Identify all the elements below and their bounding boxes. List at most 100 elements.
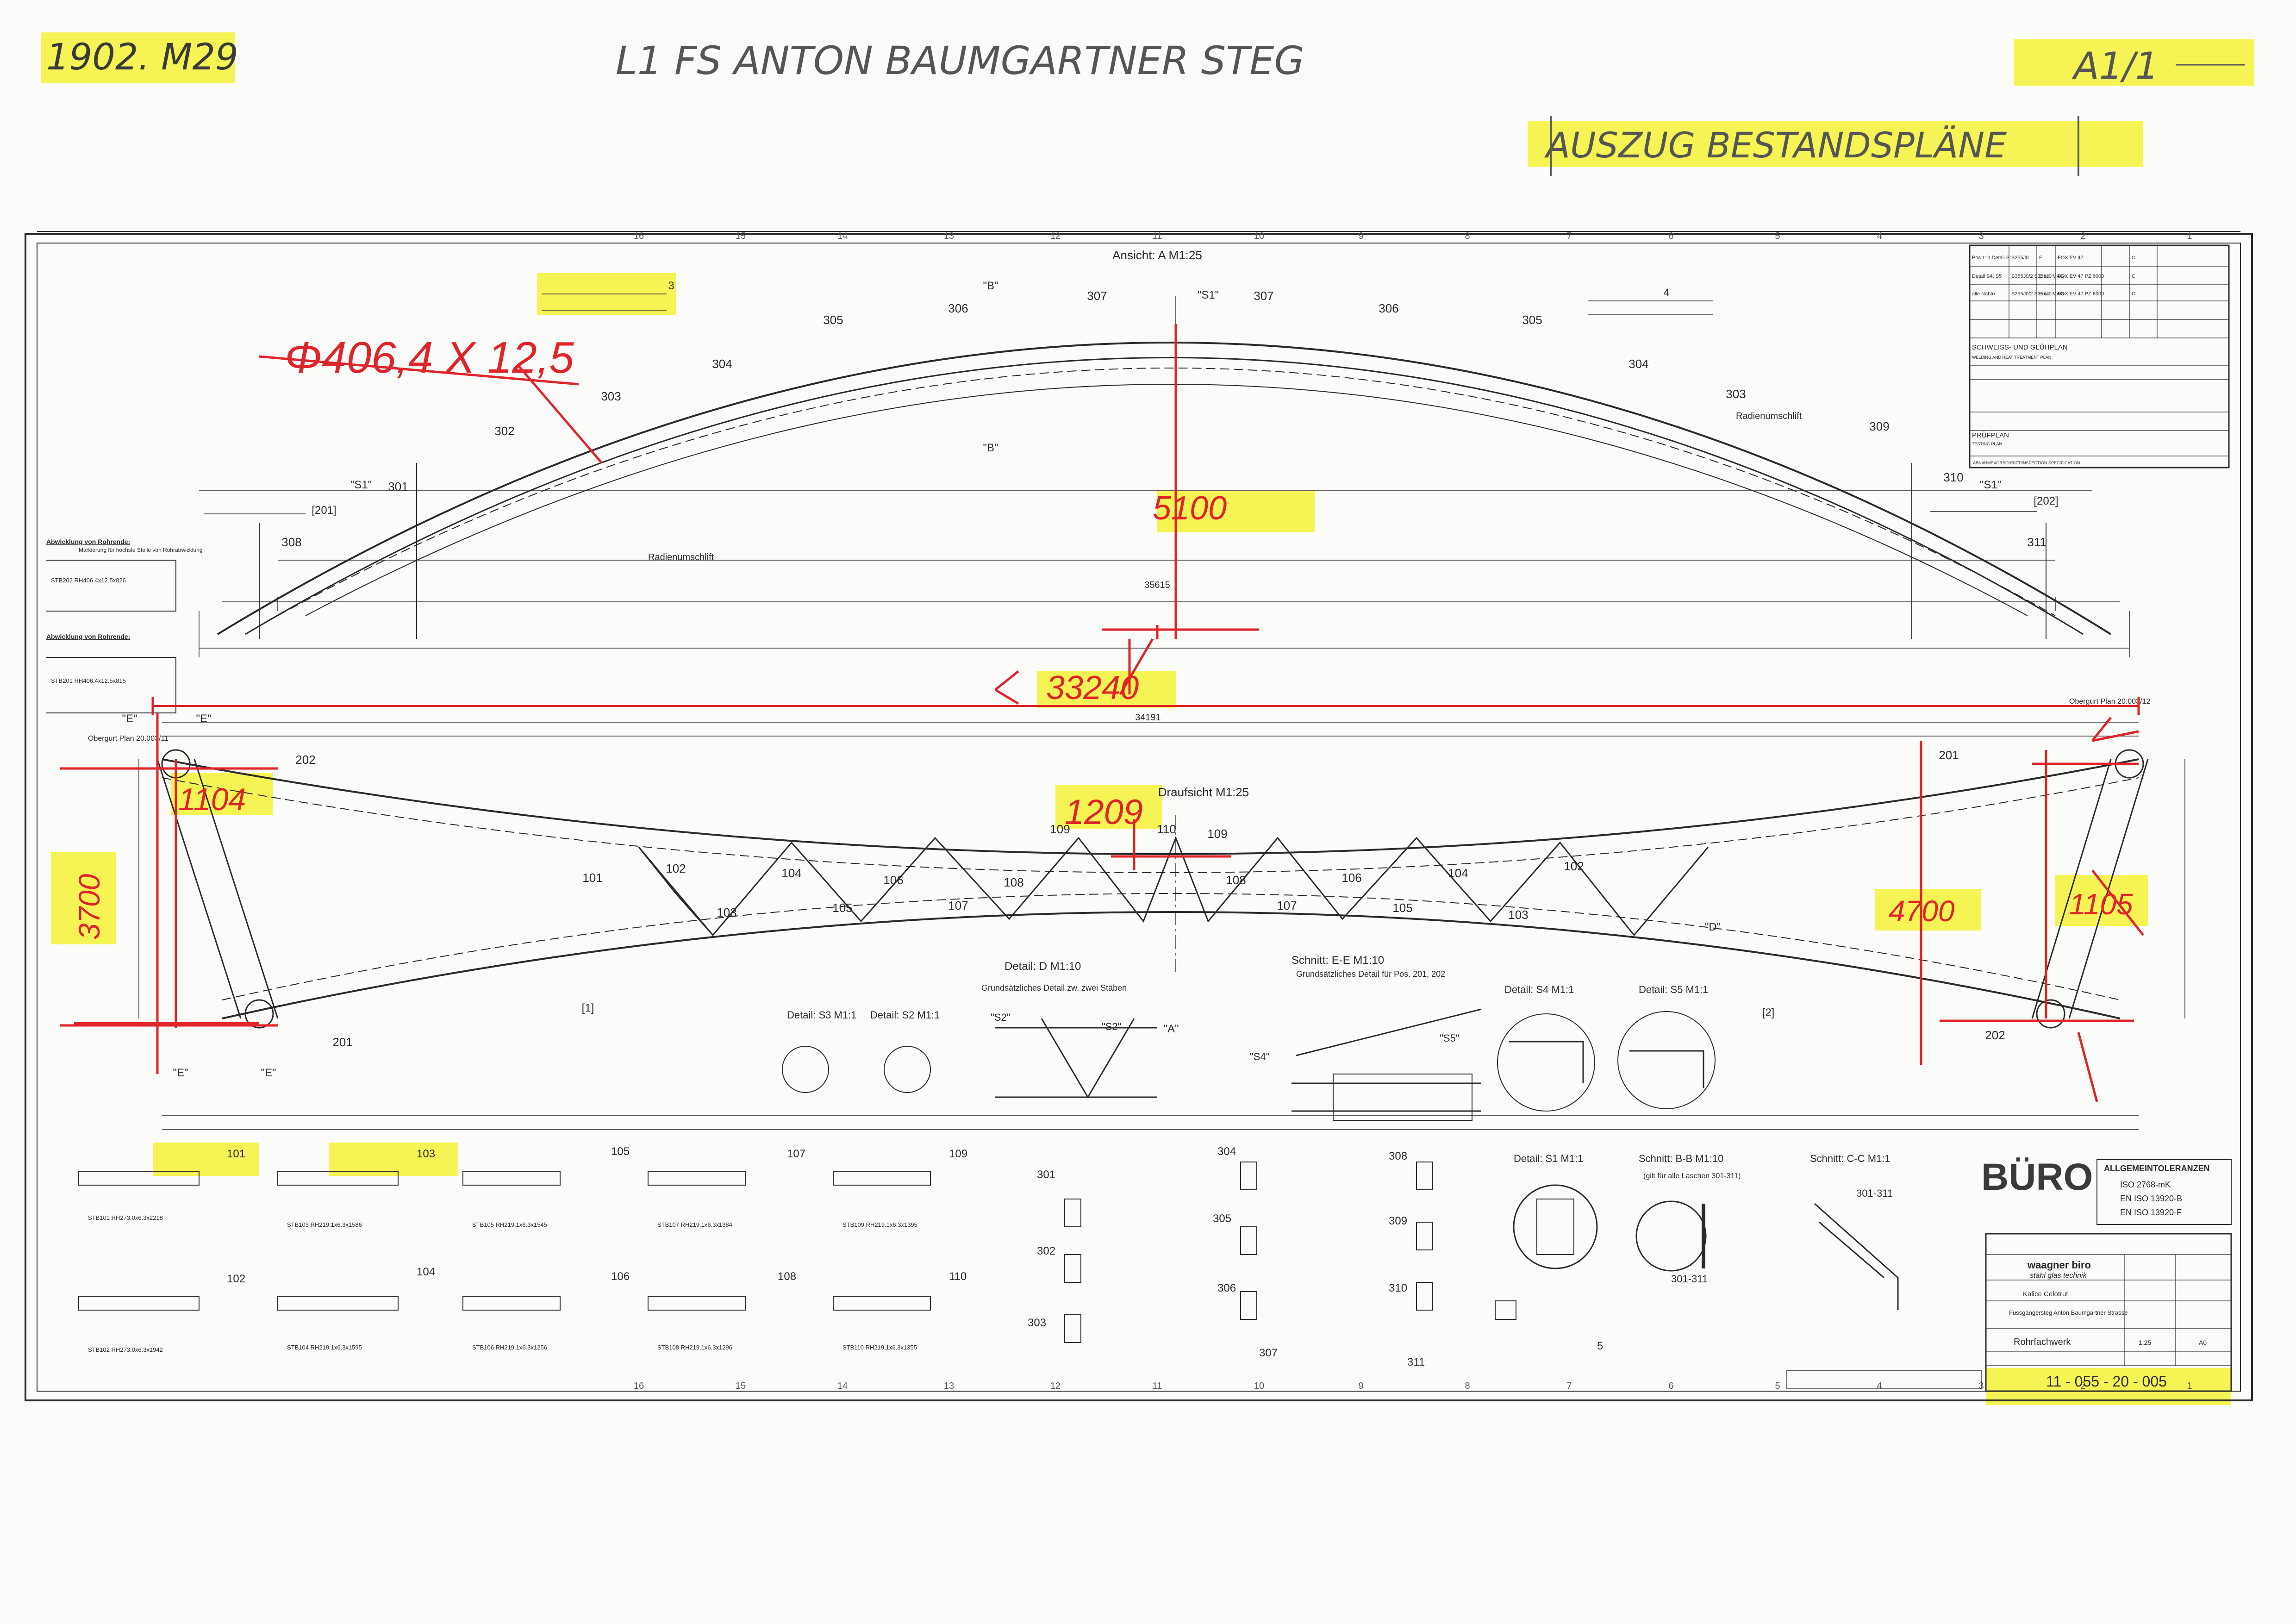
svg-text:[202]: [202] [2034, 495, 2058, 507]
radius-label-right: Radienumschlift [1736, 411, 1802, 421]
svg-text:5: 5 [1775, 231, 1780, 241]
highlight-height-left [51, 852, 116, 944]
svg-text:9: 9 [1358, 1381, 1363, 1391]
svg-text:11: 11 [1153, 1381, 1162, 1391]
svg-text:STB101 RH273.0x6.3x2218: STB101 RH273.0x6.3x2218 [88, 1214, 163, 1221]
elev-total-dim: 35615 [1144, 580, 1170, 590]
svg-text:TESTING PLAN: TESTING PLAN [1972, 442, 2002, 446]
highlight-drawing-no [1986, 1368, 2231, 1405]
header-note: L1 FS ANTON BAUMGARTNER STEG [616, 38, 1304, 83]
svg-text:105: 105 [1392, 901, 1412, 915]
svg-text:"A": "A" [1163, 1023, 1179, 1035]
highlight-height-right [1875, 889, 1981, 931]
svg-text:Grundsätzliches Detail zw. zwe: Grundsätzliches Detail zw. zwei Stäben [981, 983, 1127, 993]
svg-text:4: 4 [1877, 1381, 1882, 1391]
member-label-305: 305 [823, 313, 843, 327]
plan-member-labels: 202 201 201 202 101 102 103 104 105 106 … [295, 748, 2005, 1049]
svg-text:5: 5 [1597, 1340, 1603, 1352]
svg-text:104: 104 [417, 1266, 435, 1278]
elevation-arch [217, 342, 2112, 635]
svg-text:S355J0: S355J0 [2011, 255, 2028, 261]
svg-text:301: 301 [1037, 1168, 1055, 1181]
highlight-tube-101 [153, 1143, 259, 1176]
svg-text:Detail: S2 M1:1: Detail: S2 M1:1 [870, 1009, 940, 1021]
plate-parts [1064, 1162, 1516, 1343]
svg-text:16: 16 [634, 1381, 644, 1391]
svg-text:3: 3 [668, 280, 674, 292]
svg-text:Schnitt: E-E M1:10: Schnitt: E-E M1:10 [1292, 954, 1384, 967]
svg-text:306: 306 [1217, 1282, 1236, 1294]
tube-labels-bottom: 102 104 106 108 110 [227, 1266, 967, 1285]
svg-text:Detail: S1 M1:1: Detail: S1 M1:1 [1514, 1153, 1583, 1164]
svg-text:STB107 RH219.1x6.3x1384: STB107 RH219.1x6.3x1384 [657, 1221, 732, 1228]
member-label-309: 309 [1869, 419, 1889, 433]
detail-s1: Detail: S1 M1:1 [1513, 1153, 1598, 1269]
pipe-size-note: Φ406,4 X 12,5 [285, 333, 574, 382]
svg-text:Rohrfachwerk: Rohrfachwerk [2014, 1337, 2071, 1347]
svg-text:C: C [2132, 255, 2135, 261]
svg-text:102: 102 [227, 1273, 245, 1285]
svg-text:"E": "E" [122, 712, 137, 725]
svg-text:STB103 RH219.1x6.3x1586: STB103 RH219.1x6.3x1586 [287, 1221, 362, 1228]
svg-text:"B": "B" [983, 442, 998, 454]
plate-labels: 301 302 303 304 305 306 307 308 309 310 … [1028, 1145, 1603, 1368]
svg-text:E: E [2039, 255, 2042, 261]
svg-text:310: 310 [1389, 1282, 1407, 1294]
svg-text:309: 309 [1389, 1215, 1407, 1227]
svg-text:103: 103 [1508, 908, 1528, 922]
elevation-member-labels: 301 302 303 304 305 306 307 307 306 305 … [281, 289, 2046, 549]
elevation-dimension-lines [199, 490, 2130, 657]
svg-text:108: 108 [778, 1270, 796, 1283]
svg-text:"E": "E" [196, 712, 211, 725]
svg-text:105: 105 [832, 901, 852, 915]
svg-text:107: 107 [787, 1148, 805, 1160]
svg-text:4: 4 [1877, 231, 1882, 241]
plan-ref-note: 1902. M29 [46, 37, 238, 78]
svg-text:307: 307 [1259, 1347, 1278, 1359]
section-ee: Schnitt: E-E M1:10 Grundsätzliches Detai… [1250, 954, 1482, 1121]
svg-text:201: 201 [332, 1035, 352, 1049]
section-cc: Schnitt: C-C M1:1 301-311 [1810, 1153, 1899, 1310]
svg-text:"S4": "S4" [1250, 1051, 1270, 1062]
svg-text:11: 11 [1153, 231, 1162, 241]
svg-text:6: 6 [1668, 1381, 1673, 1391]
svg-text:6: 6 [1668, 231, 1673, 241]
svg-text:STB201 RH406.4x12.5x815: STB201 RH406.4x12.5x815 [51, 677, 126, 684]
svg-text:Schnitt: B-B M1:10: Schnitt: B-B M1:10 [1639, 1153, 1723, 1164]
svg-text:ISO 2768-mK: ISO 2768-mK [2120, 1180, 2171, 1189]
plan-title: Draufsicht M1:25 [1158, 785, 1249, 799]
member-label-303b: 303 [1726, 387, 1746, 401]
svg-text:C: C [2132, 291, 2135, 297]
svg-text:3: 3 [1978, 231, 1984, 241]
svg-text:1: 1 [2187, 231, 2192, 241]
member-label-305b: 305 [1522, 313, 1542, 327]
svg-text:E od. MAG: E od. MAG [2039, 274, 2064, 279]
weld-table: Pos 110 Detail S1 S355J0 E FOX EV 47 C D… [1969, 244, 2230, 468]
elevation-section-marks: "S1" "S1" "S1" "B" "B" [201] [202] 3 4 [312, 280, 2058, 517]
part-tags-elevation [204, 294, 2037, 514]
pipe-dev-2: Abwicklung von Rohrende: STB201 RH406.4x… [46, 633, 176, 713]
member-label-311: 311 [2027, 535, 2046, 549]
extract-note: AUSZUG BESTANDSPLÄNE [1544, 125, 2007, 166]
svg-text:A0: A0 [2199, 1339, 2207, 1346]
svg-text:8: 8 [1465, 231, 1470, 241]
svg-text:"E": "E" [261, 1067, 276, 1079]
svg-text:Kalice Celotrut: Kalice Celotrut [2023, 1290, 2068, 1298]
svg-text:103: 103 [417, 1148, 435, 1160]
svg-text:Detail S4, S5: Detail S4, S5 [1972, 274, 2002, 279]
svg-text:109: 109 [1050, 822, 1070, 836]
svg-text:13: 13 [944, 1381, 954, 1391]
svg-text:"S2": "S2" [1102, 1021, 1122, 1032]
svg-text:STB104 RH219.1x6.3x1595: STB104 RH219.1x6.3x1595 [287, 1344, 362, 1351]
svg-text:106: 106 [883, 873, 903, 887]
svg-text:7: 7 [1566, 231, 1572, 241]
svg-text:1: 1 [2187, 1381, 2192, 1391]
svg-text:FOX EV 47: FOX EV 47 [2058, 255, 2084, 261]
svg-text:alle Nähte: alle Nähte [1972, 291, 1995, 297]
svg-text:(gilt für alle Laschen 301-311: (gilt für alle Laschen 301-311) [1643, 1172, 1741, 1180]
svg-text:"S1": "S1" [350, 479, 372, 491]
svg-text:5: 5 [1775, 1381, 1780, 1391]
svg-text:Detail: S4 M1:1: Detail: S4 M1:1 [1504, 984, 1574, 995]
svg-text:ABNAHMEVORSCHRIFT/INSPECTION S: ABNAHMEVORSCHRIFT/INSPECTION SPECIFICATI… [1973, 461, 2080, 465]
